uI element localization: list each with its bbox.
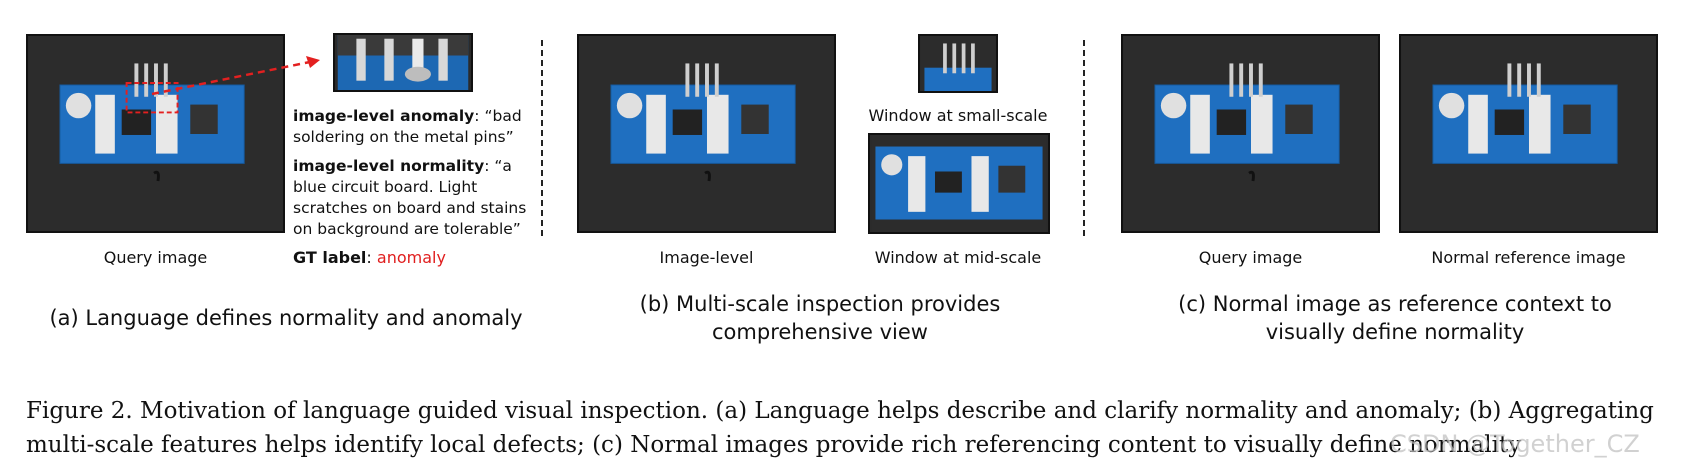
image-level-photo bbox=[577, 34, 836, 233]
gt-label-line: GT label: anomaly bbox=[293, 248, 446, 267]
panel-b-title-line1: (b) Multi-scale inspection provides bbox=[639, 292, 1001, 316]
query-image-c bbox=[1121, 34, 1380, 233]
normal-reference-caption: Normal reference image bbox=[1431, 248, 1626, 267]
mid-scale-board-illustration bbox=[871, 135, 1047, 232]
normal-reference-photo bbox=[1399, 34, 1658, 233]
query-image-caption-c: Query image bbox=[1198, 248, 1303, 267]
panel-c-title-line1: (c) Normal image as reference context to bbox=[1178, 292, 1612, 316]
anomaly-label: image-level anomaly bbox=[293, 107, 475, 125]
mid-scale-window-photo bbox=[868, 133, 1050, 234]
circuit-board-illustration bbox=[28, 36, 283, 231]
small-scale-window-photo bbox=[918, 34, 998, 93]
circuit-board-illustration bbox=[1401, 36, 1656, 231]
panel-b-title: (b) Multi-scale inspection provides comp… bbox=[580, 290, 1060, 346]
normality-label: image-level normality bbox=[293, 157, 485, 175]
figure-caption-line2: multi-scale features helps identify loca… bbox=[26, 432, 1522, 458]
image-level-caption: Image-level bbox=[659, 248, 754, 267]
circuit-board-illustration bbox=[1123, 36, 1378, 231]
normality-description: image-level normality: “a blue circuit b… bbox=[293, 156, 538, 240]
query-image-caption-a: Query image bbox=[103, 248, 208, 267]
anomaly-description: image-level anomaly: “bad soldering on t… bbox=[293, 106, 538, 148]
panel-divider-2 bbox=[1083, 40, 1085, 236]
panel-b-title-line2: comprehensive view bbox=[712, 320, 928, 344]
panel-a-title: (a) Language defines normality and anoma… bbox=[49, 306, 523, 330]
gt-separator: : bbox=[366, 248, 377, 267]
gt-value: anomaly bbox=[376, 248, 446, 267]
panel-c-title-line2: visually define normality bbox=[1265, 320, 1525, 344]
panel-c-title: (c) Normal image as reference context to… bbox=[1130, 290, 1660, 346]
zoomed-defect-crop bbox=[333, 33, 473, 92]
panel-divider-1 bbox=[541, 40, 543, 236]
anomaly-text: : “bad soldering on the metal pins” bbox=[293, 107, 522, 146]
query-image-a bbox=[26, 34, 285, 233]
small-scale-caption: Window at small-scale bbox=[868, 106, 1048, 125]
zoomed-pins-illustration bbox=[337, 35, 469, 90]
watermark: CSDN @Together_CZ bbox=[1390, 430, 1640, 458]
figure-caption-line1: Figure 2. Motivation of language guided … bbox=[26, 398, 1654, 424]
normality-text: : “a blue circuit board. Light scratches… bbox=[293, 157, 527, 238]
small-scale-pins-illustration bbox=[920, 36, 996, 91]
gt-label: GT label bbox=[293, 248, 367, 267]
circuit-board-illustration bbox=[579, 36, 834, 231]
figure-caption: Figure 2. Motivation of language guided … bbox=[26, 394, 1676, 462]
mid-scale-caption: Window at mid-scale bbox=[874, 248, 1042, 267]
zoom-arrow bbox=[151, 56, 320, 96]
